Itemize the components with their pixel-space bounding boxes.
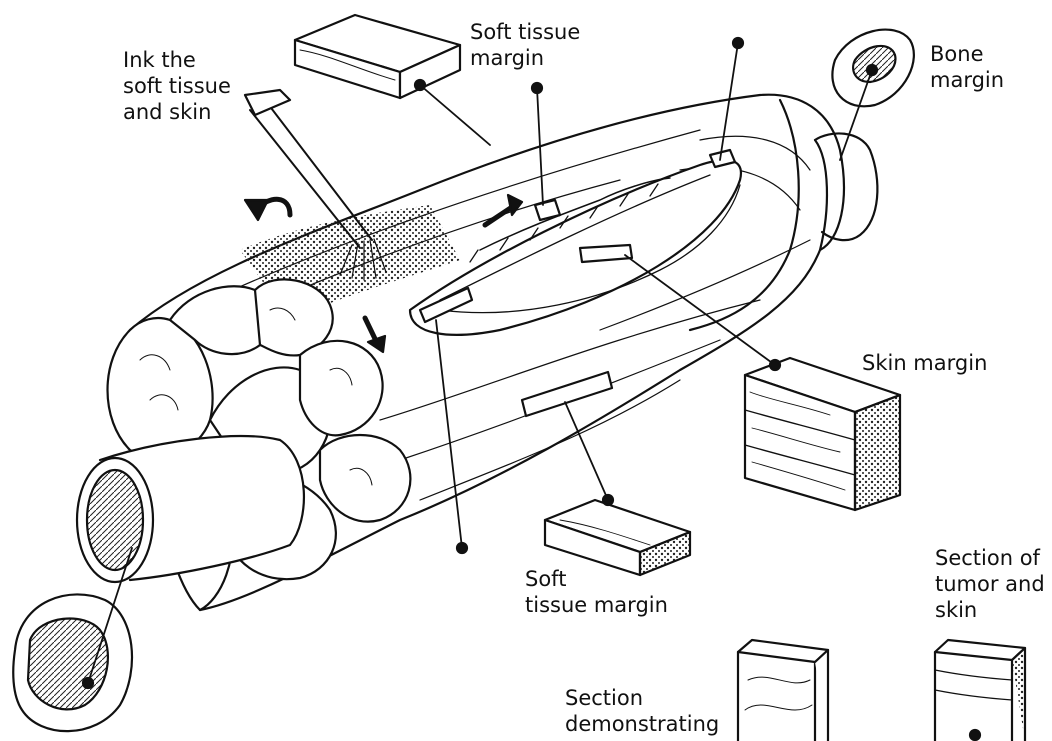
label-bone-margin: Bone margin <box>930 41 1004 93</box>
block-section-tumor-skin <box>935 640 1025 741</box>
tumor-ellipse <box>410 160 741 335</box>
slot-bottom <box>522 372 612 416</box>
label-skin-margin: Skin margin <box>862 350 987 376</box>
bone-cross-section-disk <box>13 594 132 731</box>
block-section-demonstrating <box>738 640 828 741</box>
block-soft-tissue-bottom <box>545 500 690 575</box>
label-soft-tissue-margin-top: Soft tissue margin <box>470 19 580 71</box>
label-section-demonstrating: Section demonstrating <box>565 685 719 737</box>
block-soft-tissue-top <box>295 15 460 98</box>
label-ink-soft-tissue: Ink the soft tissue and skin <box>123 47 231 125</box>
slot-top-soft <box>535 200 560 220</box>
label-section-tumor-skin: Section of tumor and skin <box>935 545 1045 623</box>
slot-skin <box>580 245 632 262</box>
label-soft-tissue-margin-bottom: Soft tissue margin <box>525 566 668 618</box>
block-skin-margin <box>745 358 900 510</box>
